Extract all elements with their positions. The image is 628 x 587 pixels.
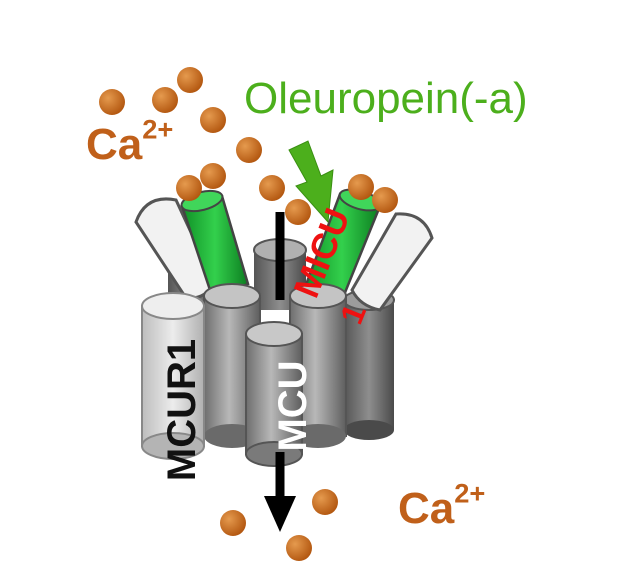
mcur1-label: MCUR1 [160, 338, 204, 482]
calcium-label-bottom: Ca2+ [398, 477, 486, 533]
calcium-ion-icon [286, 535, 312, 561]
micu-flap-right [350, 212, 434, 312]
calcium-ion-icon [285, 199, 311, 225]
calcium-ion-icon [236, 137, 262, 163]
calcium-ion-icon [200, 107, 226, 133]
calcium-ion-icon [177, 67, 203, 93]
calcium-ion-icon [372, 187, 398, 213]
calcium-ion-icon [348, 174, 374, 200]
inhibition-arrow-icon [288, 140, 334, 224]
calcium-ion-icon [152, 87, 178, 113]
calcium-flux-arrow-icon [264, 212, 296, 532]
mcu-cylinder [245, 321, 303, 467]
calcium-ion-icon [200, 163, 226, 189]
calcium-ions [99, 67, 398, 561]
calcium-ion-icon [176, 175, 202, 201]
calcium-ion-icon [259, 175, 285, 201]
calcium-ion-icon [312, 489, 338, 515]
calcium-label-top: Ca2+ [86, 113, 174, 169]
mcu-label: MCU [271, 360, 315, 452]
oleuropein-label: Oleuropein(-a) [244, 74, 528, 123]
calcium-ion-icon [99, 89, 125, 115]
calcium-ion-icon [220, 510, 246, 536]
mcur1-cylinder [141, 292, 205, 460]
